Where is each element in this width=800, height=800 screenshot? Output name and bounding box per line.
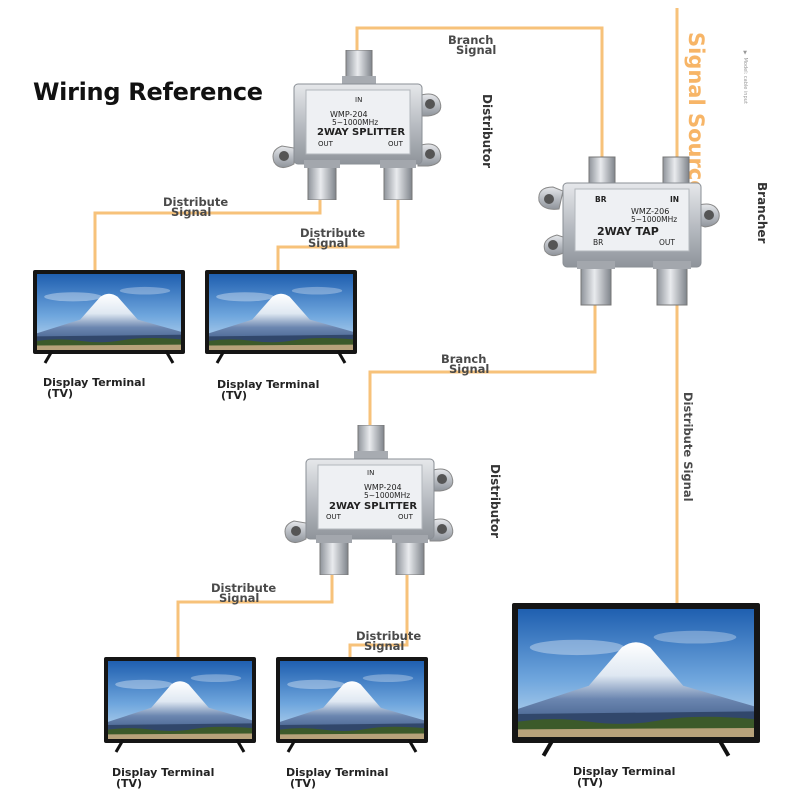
distribute-signal-label-2: Distribute Signal <box>300 226 366 250</box>
branch-wire-top <box>355 26 604 165</box>
tap-br-label: BR <box>595 195 607 204</box>
distribute-wire-3 <box>176 570 334 660</box>
coax-splitter-icon: IN WMP-204 5~1000MHz 2WAY SPLITTER OUT O… <box>268 49 460 201</box>
distribute-wire-4 <box>348 570 409 660</box>
branch-signal-line2: Signal <box>456 43 497 57</box>
tv-caption-line2: (TV) <box>47 387 74 400</box>
tv-caption-line1: Display Terminal <box>43 376 146 389</box>
distribute-signal-line1: Distribute <box>163 195 229 209</box>
tv-caption-5: Display Terminal (TV) <box>573 766 675 788</box>
tap-in-label: IN <box>670 195 680 204</box>
tv-screen <box>205 270 357 354</box>
distribute-signal-label-vertical: Distribute Signal <box>681 392 695 502</box>
tv-wallpaper <box>280 661 424 739</box>
tv-caption-line1: Display Terminal <box>286 766 389 779</box>
splitter-in-label: IN <box>355 96 363 104</box>
distribute-signal-label-4: Distribute Signal <box>356 629 422 653</box>
tv-screen <box>512 603 760 743</box>
tv-wallpaper <box>37 274 181 350</box>
tv-caption-line2: (TV) <box>577 776 604 789</box>
flat-screen-tv-icon <box>104 657 256 753</box>
distribute-signal-line1: Distribute <box>211 581 277 595</box>
tv-screen <box>33 270 185 354</box>
branch-wire-middle <box>368 305 597 430</box>
distribute-signal-label-3: Distribute Signal <box>211 581 277 605</box>
splitter-freq: 5~1000MHz <box>332 118 379 127</box>
tv-caption-line1: Display Terminal <box>217 378 320 391</box>
tv-wallpaper <box>108 661 252 739</box>
splitter-out-label-left: OUT <box>318 140 333 148</box>
tv-caption-2: Display Terminal (TV) <box>217 379 319 401</box>
branch-signal-label-middle: Branch Signal <box>441 352 490 376</box>
tv-caption-line2: (TV) <box>221 389 248 402</box>
tv-wallpaper <box>518 609 754 737</box>
page-title: Wiring Reference <box>33 78 263 106</box>
flat-screen-tv-icon <box>512 603 760 759</box>
splitter-model: WMP-204 <box>330 110 368 119</box>
tap-out-label: OUT <box>659 238 675 247</box>
distributor-label-bottom: Distributor <box>488 464 502 539</box>
distribute-wire-2 <box>276 200 400 272</box>
distribute-signal-line2: Signal <box>308 236 349 250</box>
tv-caption-line1: Display Terminal <box>112 766 215 779</box>
branch-signal-line1: Branch <box>448 33 494 47</box>
tv-caption-line1: Display Terminal <box>573 765 676 778</box>
tv-caption-1: Display Terminal (TV) <box>43 377 145 399</box>
splitter-freq: 5~1000MHz <box>364 491 411 500</box>
splitter-name: 2WAY SPLITTER <box>329 501 418 512</box>
splitter-model: WMP-204 <box>364 483 402 492</box>
tap-freq: 5~1000MHz <box>631 215 678 224</box>
splitter-in-label: IN <box>367 469 375 477</box>
distributor-label-top: Distributor <box>480 94 494 169</box>
flat-screen-tv-icon <box>276 657 428 753</box>
coax-tap-icon: BR IN WMZ-206 5~1000MHz 2WAY TAP BR OUT <box>533 155 729 307</box>
splitter-body <box>284 424 454 576</box>
flat-screen-tv-icon <box>205 270 357 364</box>
distribute-signal-line2: Signal <box>364 639 405 653</box>
tv-caption-line2: (TV) <box>116 777 143 790</box>
tv-screen <box>276 657 428 743</box>
splitter-out-label-left: OUT <box>326 513 341 521</box>
distribute-signal-line1: Distribute <box>356 629 422 643</box>
tv-caption-4: Display Terminal (TV) <box>286 767 388 789</box>
branch-signal-line2: Signal <box>449 362 490 376</box>
distribute-signal-label-1: Distribute Signal <box>163 195 229 219</box>
distribute-signal-line1: Distribute <box>300 226 366 240</box>
tv-caption-3: Display Terminal (TV) <box>112 767 214 789</box>
tap-body <box>538 156 720 306</box>
tv-wallpaper <box>209 274 353 350</box>
distribute-signal-line2: Signal <box>171 205 212 219</box>
flat-screen-tv-icon <box>33 270 185 364</box>
tap-br-label-bottom: BR <box>593 238 604 247</box>
distribute-signal-vertical-line2: Signal <box>681 461 695 502</box>
coax-splitter-icon: IN WMP-204 5~1000MHz 2WAY SPLITTER OUT O… <box>280 424 472 576</box>
splitter-out-label-right: OUT <box>388 140 403 148</box>
signal-source-fineprint: ▼ Model: cable input <box>742 50 748 104</box>
distribute-signal-line2: Signal <box>219 591 260 605</box>
distribute-signal-vertical-line1: Distribute <box>681 392 695 458</box>
branch-signal-label-top: Branch Signal <box>448 33 497 57</box>
splitter-name: 2WAY SPLITTER <box>317 127 406 138</box>
branch-signal-line1: Branch <box>441 352 487 366</box>
tap-name: 2WAY TAP <box>597 225 659 238</box>
distribute-wire-1 <box>93 200 322 272</box>
splitter-body <box>272 49 442 201</box>
brancher-label: Brancher <box>755 182 769 244</box>
tap-model: WMZ-206 <box>631 207 670 216</box>
splitter-out-label-right: OUT <box>398 513 413 521</box>
tv-screen <box>104 657 256 743</box>
tv-caption-line2: (TV) <box>290 777 317 790</box>
